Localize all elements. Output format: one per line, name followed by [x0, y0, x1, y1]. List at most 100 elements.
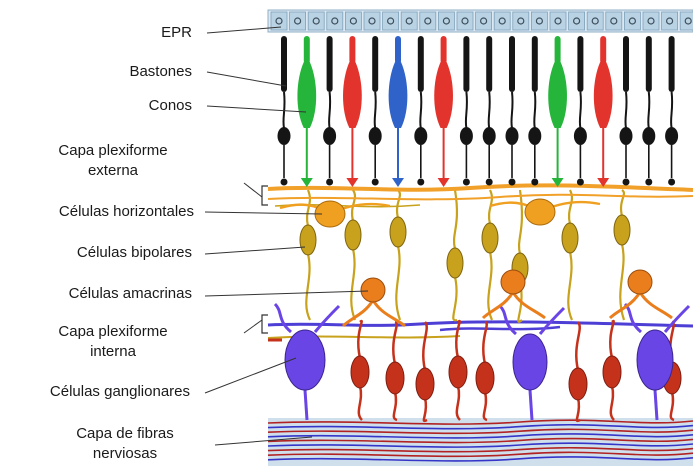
- leader-line: [205, 247, 305, 254]
- bipolar-dendrite: [621, 190, 624, 216]
- bipolar-cell: [562, 223, 578, 253]
- bracket-ipl: [262, 315, 268, 333]
- ganglion-axon: [424, 398, 427, 421]
- ipl-process: [268, 322, 693, 326]
- cone-outer-segment: [600, 36, 606, 64]
- rod-spherule: [645, 179, 652, 186]
- rod-nucleus: [369, 127, 382, 145]
- rod-spherule: [577, 179, 584, 186]
- rod-outer-segment: [372, 36, 378, 92]
- epr-cell: [569, 12, 585, 30]
- leader-line: [207, 106, 306, 112]
- rod-outer-segment: [281, 36, 287, 92]
- nerve-fiber-layer: [268, 418, 693, 466]
- rod-outer-segment: [418, 36, 424, 92]
- bipolar-cell: [614, 215, 630, 245]
- rod-nucleus: [620, 127, 633, 145]
- epr-cell: [531, 12, 547, 30]
- leader-line: [205, 358, 296, 393]
- bipolar-cell: [345, 220, 361, 250]
- bipolar-axon: [306, 254, 310, 320]
- label-plexiforme-externa-1: Capa plexiforme: [38, 142, 188, 160]
- rod-fiber: [580, 92, 581, 128]
- ganglion-cell-red: [449, 356, 467, 388]
- ganglion-dendrite: [423, 322, 426, 370]
- cone-outer-segment: [395, 36, 401, 64]
- label-plexiforme-interna-2: interna: [38, 343, 188, 361]
- rod-outer-segment: [669, 36, 675, 92]
- cone-outer-segment: [349, 36, 355, 64]
- ganglion-axon: [305, 390, 307, 420]
- epr-cell: [438, 12, 454, 30]
- cone-inner-segment: [389, 62, 408, 128]
- ganglion-cell-red: [603, 356, 621, 388]
- opl-process: [268, 195, 693, 200]
- rod-fiber: [466, 92, 467, 128]
- bipolar-cell: [447, 248, 463, 278]
- rod-spherule: [531, 179, 538, 186]
- rod-nucleus: [323, 127, 336, 145]
- label-bastones: Bastones: [90, 63, 192, 81]
- rod-spherule: [372, 179, 379, 186]
- bipolar-cells: [300, 190, 630, 322]
- label-fibras-nerviosas-2: nerviosas: [50, 445, 200, 463]
- bipolar-axon: [351, 249, 355, 320]
- rod-outer-segment: [623, 36, 629, 92]
- epr-cell: [345, 12, 361, 30]
- bipolar-dendrite: [397, 190, 400, 218]
- horizontal-cells: [280, 199, 600, 227]
- rod-fiber: [489, 92, 490, 128]
- epr-cell: [383, 12, 399, 30]
- label-celulas-bipolares: Células bipolares: [20, 244, 192, 262]
- epr-cell: [606, 12, 622, 30]
- rod-fiber: [534, 92, 535, 128]
- ganglion-axon: [655, 390, 657, 420]
- ganglion-dendrite: [275, 304, 291, 332]
- label-celulas-ganglionares: Células ganglionares: [0, 383, 190, 401]
- rod-outer-segment: [463, 36, 469, 92]
- rod-fiber: [283, 92, 284, 128]
- horizontal-cell: [525, 199, 555, 225]
- ganglion-dendrite: [625, 304, 641, 332]
- label-plexiforme-externa-2: externa: [38, 162, 188, 180]
- bipolar-dendrite: [519, 190, 522, 254]
- label-fibras-nerviosas-1: Capa de fibras: [50, 425, 200, 443]
- epr-cell: [308, 12, 324, 30]
- cone-pedicle: [438, 178, 450, 187]
- epr-cell: [420, 12, 436, 30]
- rod-spherule: [463, 179, 470, 186]
- ganglion-axon: [484, 392, 487, 420]
- label-plexiforme-interna-1: Capa plexiforme: [38, 323, 188, 341]
- amacrine-cell: [361, 278, 385, 302]
- rod-spherule: [326, 179, 333, 186]
- cone-inner-segment: [343, 62, 362, 128]
- rod-fiber: [648, 92, 649, 128]
- rod-nucleus: [414, 127, 427, 145]
- rod-fiber: [511, 92, 512, 128]
- epr-cell: [550, 12, 566, 30]
- epr-cell: [476, 12, 492, 30]
- rod-outer-segment: [327, 36, 333, 92]
- bracket-opl: [262, 186, 268, 205]
- ganglion-cell-red: [351, 356, 369, 388]
- rod-outer-segment: [646, 36, 652, 92]
- rod-nucleus: [460, 127, 473, 145]
- cone-inner-segment: [548, 62, 567, 128]
- leader-line: [207, 72, 286, 86]
- rod-nucleus: [506, 127, 519, 145]
- ganglion-cell-red: [386, 362, 404, 394]
- cone-pedicle: [346, 178, 358, 187]
- bipolar-dendrite: [307, 190, 310, 226]
- epr-cell: [513, 12, 529, 30]
- bipolar-cell: [482, 223, 498, 253]
- epr-cell: [494, 12, 510, 30]
- rod-outer-segment: [486, 36, 492, 92]
- amacrine-process: [343, 300, 373, 326]
- rod-spherule: [509, 179, 516, 186]
- ganglion-axon: [611, 386, 614, 420]
- ganglion-dendrite: [610, 321, 613, 358]
- rod-spherule: [281, 179, 288, 186]
- rod-nucleus: [528, 127, 541, 145]
- ganglion-axon: [671, 392, 674, 420]
